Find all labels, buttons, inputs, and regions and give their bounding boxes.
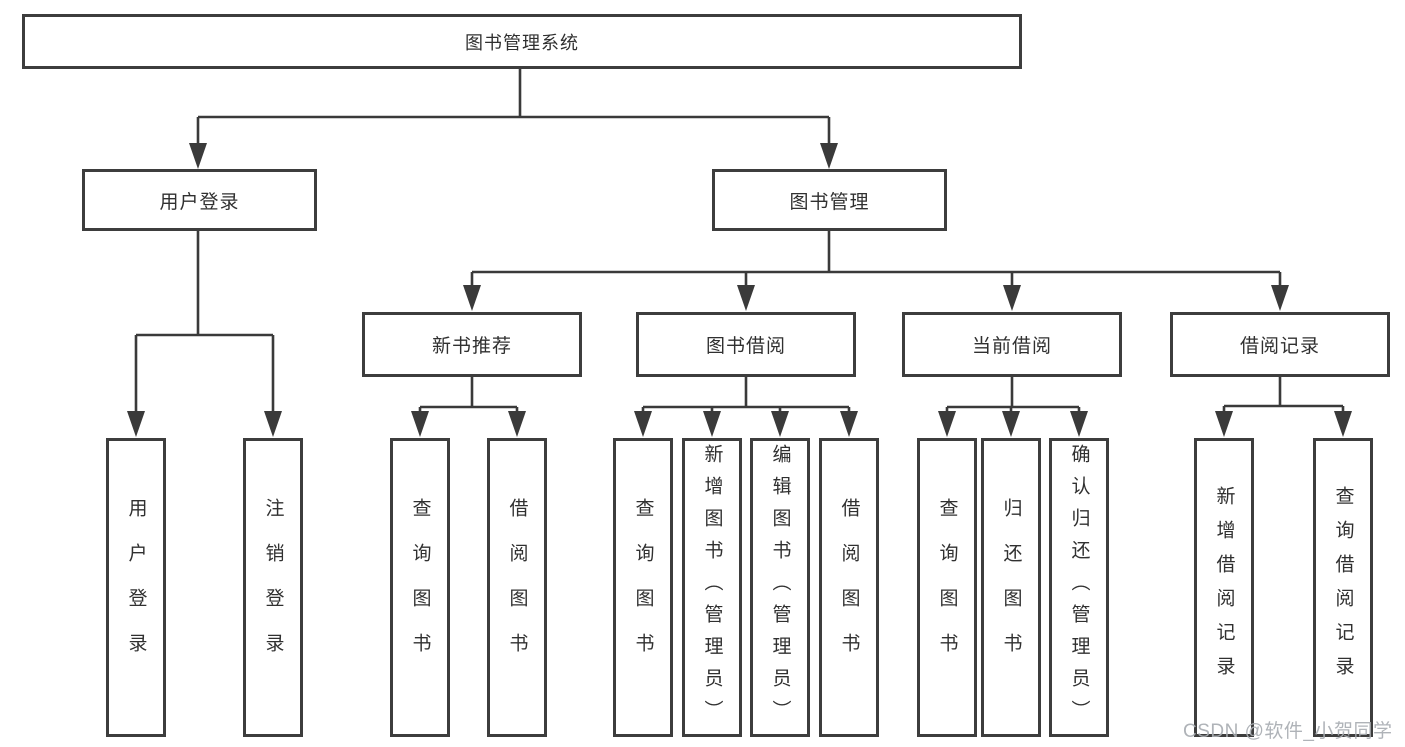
node-root-library-system: 图书管理系统 [22, 14, 1022, 69]
leaf-label: 查询图书 [632, 497, 654, 678]
leaf-confirm-return-admin: 确认归还（管理员） [1049, 438, 1109, 737]
leaf-query-books-borrowing: 查询图书 [613, 438, 673, 737]
leaf-label: 归还图书 [1000, 497, 1022, 678]
node-book-management: 图书管理 [712, 169, 947, 231]
node-label: 图书借阅 [705, 336, 786, 357]
leaf-label: 确认归还（管理员） [1068, 443, 1090, 732]
node-current-borrowing: 当前借阅 [902, 312, 1122, 377]
node-label: 图书管理 [789, 191, 870, 213]
node-borrowing-records: 借阅记录 [1170, 312, 1390, 377]
leaf-borrow-books-borrowing: 借阅图书 [819, 438, 879, 737]
leaf-edit-books-admin: 编辑图书（管理员） [750, 438, 810, 737]
leaf-label: 用户登录 [125, 497, 147, 678]
leaf-label: 查询借阅记录 [1332, 485, 1354, 690]
leaf-label: 新增借阅记录 [1213, 485, 1235, 690]
node-label: 图书管理系统 [465, 32, 579, 53]
leaf-add-books-admin: 新增图书（管理员） [682, 438, 742, 737]
leaf-label: 新增图书（管理员） [701, 443, 723, 732]
leaf-query-books-current: 查询图书 [917, 438, 977, 737]
leaf-user-login: 用户登录 [106, 438, 166, 737]
leaf-logout: 注销登录 [243, 438, 303, 737]
node-new-book-recommend: 新书推荐 [362, 312, 582, 377]
leaf-return-books: 归还图书 [981, 438, 1041, 737]
leaf-label: 借阅图书 [506, 497, 528, 678]
node-label: 用户登录 [159, 191, 240, 213]
leaf-label: 查询图书 [409, 497, 431, 678]
leaf-label: 借阅图书 [838, 497, 860, 678]
arrowheads [127, 143, 1352, 437]
node-book-borrowing: 图书借阅 [636, 312, 856, 377]
leaf-query-borrow-record: 查询借阅记录 [1313, 438, 1373, 737]
leaf-borrow-books-newbooks: 借阅图书 [487, 438, 547, 737]
leaf-label: 查询图书 [936, 497, 958, 678]
node-label: 借阅记录 [1239, 336, 1320, 357]
leaf-label: 编辑图书（管理员） [769, 443, 791, 732]
node-user-login: 用户登录 [82, 169, 317, 231]
node-label: 新书推荐 [431, 336, 512, 357]
node-label: 当前借阅 [971, 336, 1052, 357]
leaf-query-books-newbooks: 查询图书 [390, 438, 450, 737]
leaf-label: 注销登录 [262, 497, 284, 678]
csdn-watermark: CSDN @软件_小贺同学 [1183, 721, 1393, 742]
leaf-add-borrow-record: 新增借阅记录 [1194, 438, 1254, 737]
